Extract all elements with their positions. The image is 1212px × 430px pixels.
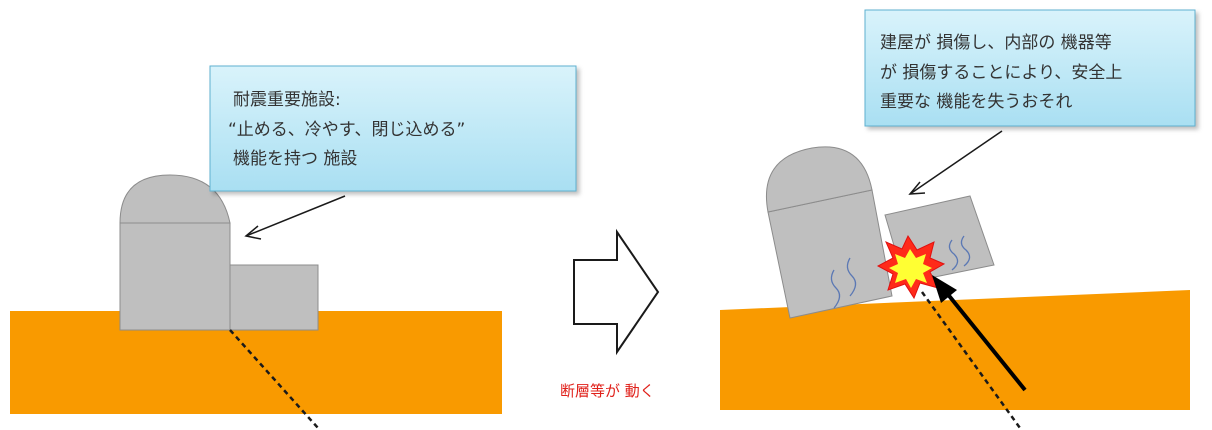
- transition-arrow: 断層等が 動く: [560, 228, 660, 400]
- reactor-dome-right: [766, 146, 873, 213]
- callout-right-line-2: が 損傷することにより、安全上: [880, 63, 1122, 83]
- callout-left-line-3: 機能を持つ 施設: [233, 149, 357, 169]
- callout-left: [209, 65, 577, 192]
- building-right: [766, 146, 995, 319]
- right-scene: 建屋が 損傷し、内部の 機器等 が 損傷することにより、安全上 重要な 機能を失…: [720, 9, 1196, 429]
- ground-right: [720, 290, 1190, 410]
- crack-mark: [960, 235, 971, 267]
- callout-left-line-2: “止める、冷やす、閉じ込める”: [228, 120, 465, 140]
- crack-mark: [830, 269, 841, 309]
- fault-moves-caption: 断層等が 動く: [560, 382, 655, 400]
- burst-inner: [889, 249, 932, 288]
- callout-box-right: [864, 9, 1196, 127]
- fault-line-left: [229, 329, 319, 429]
- pointer-arrow-right: [908, 130, 1003, 195]
- fault-line-right: [920, 291, 1022, 429]
- callout-right-line-1: 建屋が 損傷し、内部の 機器等: [880, 33, 1112, 53]
- fault-movement-arrow: [932, 275, 1027, 392]
- callout-box-left: [209, 65, 577, 192]
- reactor-body-left: [119, 222, 231, 331]
- callout-right-line-3: 重要な 機能を失うおそれ: [880, 92, 1072, 112]
- crack-mark: [948, 239, 959, 271]
- reactor-dome-left: [119, 174, 231, 224]
- callout-left-line-1: 耐震重要施設:: [233, 90, 341, 110]
- pointer-arrow-left: [244, 195, 346, 240]
- left-scene: 耐震重要施設: “止める、冷やす、閉じ込める” 機能を持つ 施設: [10, 65, 577, 429]
- annex-building-left: [229, 264, 319, 331]
- damage-burst-icon: [876, 234, 946, 300]
- callout-right: [864, 9, 1196, 127]
- reactor-body-right: [767, 189, 893, 319]
- building-left: [119, 174, 319, 331]
- crack-mark: [846, 257, 857, 297]
- block-arrow-icon: [573, 228, 660, 356]
